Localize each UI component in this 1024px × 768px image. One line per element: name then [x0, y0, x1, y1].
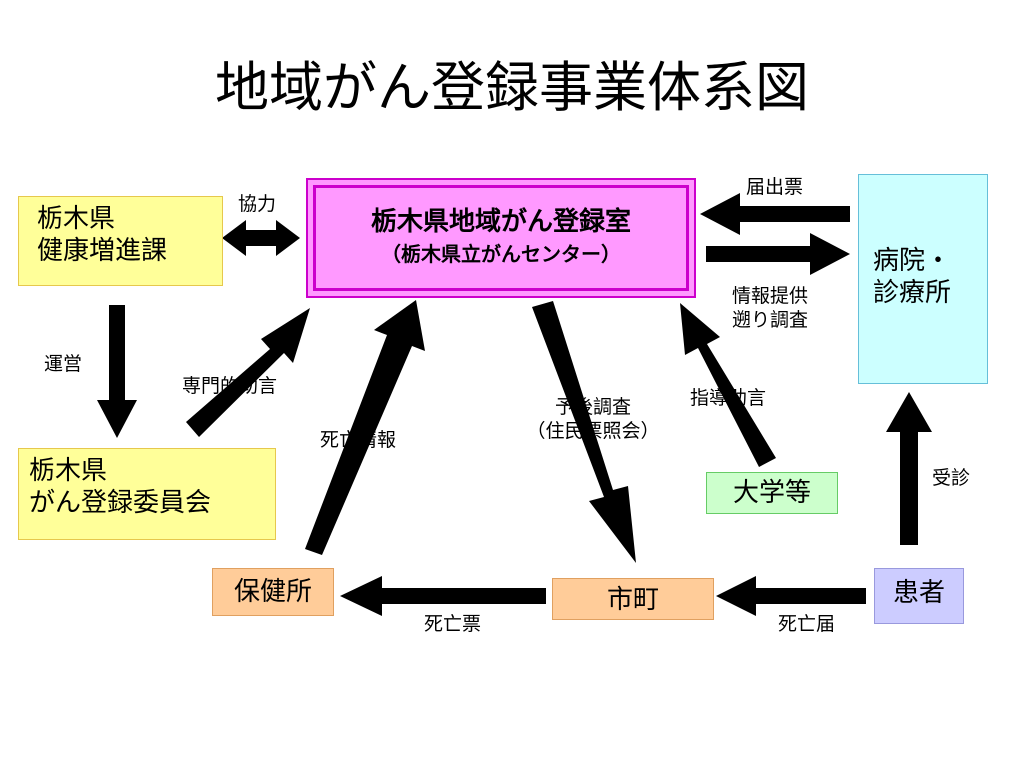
tochigi-cancer-registry-office-box: 栃木県地域がん登録室 （栃木県立がんセンター） [306, 178, 696, 298]
university-label: 大学等 [732, 478, 811, 508]
cancer-center-name: （栃木県立がんセンター） [381, 242, 621, 266]
university-box: 大学等 [706, 472, 838, 514]
arrow-consultation [886, 392, 932, 545]
arrow-info-provision [706, 233, 850, 275]
prognosis-line1: 予後調査 [554, 396, 631, 418]
arrow-death-certificate [340, 576, 546, 616]
retro-line2: 遡り調査 [732, 309, 809, 331]
arrow-management [97, 305, 137, 438]
arrow-expert-advice [186, 308, 310, 437]
arrow-death-info [305, 300, 425, 555]
committee-prefecture-label: 栃木県 [29, 456, 108, 486]
arrow-cooperation-double [222, 220, 300, 256]
cancer-registry-committee-box: 栃木県 がん登録委員会 [18, 448, 276, 540]
retro-line1: 情報提供 [732, 285, 809, 307]
hospital-label: 病院・ [873, 246, 952, 276]
management-label: 運営 [44, 353, 83, 375]
arrow-death-notice [716, 576, 866, 616]
committee-label: がん登録委員会 [29, 488, 212, 518]
hospital-clinic-box: 病院・ 診療所 [858, 174, 988, 384]
patient-box: 患者 [874, 568, 964, 624]
consultation-label: 受診 [932, 467, 971, 489]
prefecture-label: 栃木県 [37, 204, 116, 234]
page-title: 地域がん登録事業体系図 [215, 56, 809, 119]
guidance-label: 指導助言 [690, 387, 767, 409]
clinic-label: 診療所 [873, 278, 952, 308]
health-center-box: 保健所 [212, 568, 334, 616]
expert-advice-label: 専門的助言 [182, 375, 278, 397]
prognosis-label: 予後調査 （住民票照会） [518, 395, 668, 443]
division-label: 健康増進課 [37, 236, 168, 266]
registry-office-name: 栃木県地域がん登録室 [370, 207, 631, 237]
death-certificate-label: 死亡票 [424, 613, 482, 635]
death-notice-label: 死亡届 [778, 613, 836, 635]
death-info-label: 死亡情報 [320, 429, 397, 451]
municipality-box: 市町 [552, 578, 714, 620]
retro-survey-label: 情報提供 遡り調査 [732, 284, 808, 332]
report-form-label: 届出票 [746, 176, 804, 198]
arrow-report-form [700, 193, 850, 235]
municipality-label: 市町 [606, 585, 659, 615]
arrow-guidance [680, 303, 776, 467]
health-center-label: 保健所 [233, 577, 312, 607]
health-promotion-division-box: 栃木県 健康増進課 [18, 196, 223, 286]
patient-label: 患者 [892, 578, 945, 608]
arrow-prognosis [532, 301, 636, 563]
prognosis-line2: （住民票照会） [526, 420, 660, 442]
cooperation-label: 協力 [238, 193, 277, 215]
